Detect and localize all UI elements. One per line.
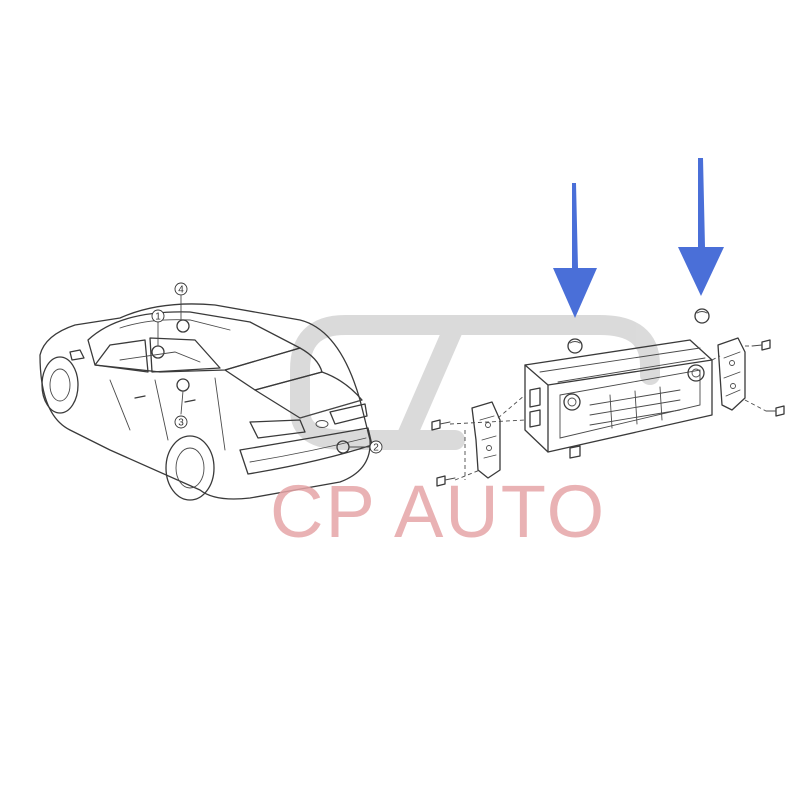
callout-1: 1 — [151, 309, 165, 323]
svg-text:4: 4 — [178, 285, 184, 296]
screw-right-lower — [765, 405, 785, 417]
head-unit-assembly — [431, 308, 785, 487]
svg-text:3: 3 — [178, 418, 184, 429]
screw-left-upper — [431, 419, 451, 431]
clip-part-a — [567, 338, 583, 354]
svg-text:2: 2 — [373, 443, 379, 454]
arrow-indicator-left — [553, 183, 597, 318]
car-illustration — [39, 303, 373, 501]
clip-part-b — [694, 308, 710, 324]
watermark-logo — [290, 315, 660, 450]
arrow-indicator-right — [678, 158, 724, 296]
callout-2: 2 — [369, 440, 383, 454]
callout-leaders — [157, 295, 371, 448]
callout-3: 3 — [174, 415, 188, 429]
svg-text:1: 1 — [155, 312, 161, 323]
screw-right-upper — [751, 339, 771, 351]
watermark-text: CP AUTO — [270, 470, 606, 553]
screw-left-lower — [436, 475, 456, 487]
callout-4: 4 — [174, 282, 188, 296]
